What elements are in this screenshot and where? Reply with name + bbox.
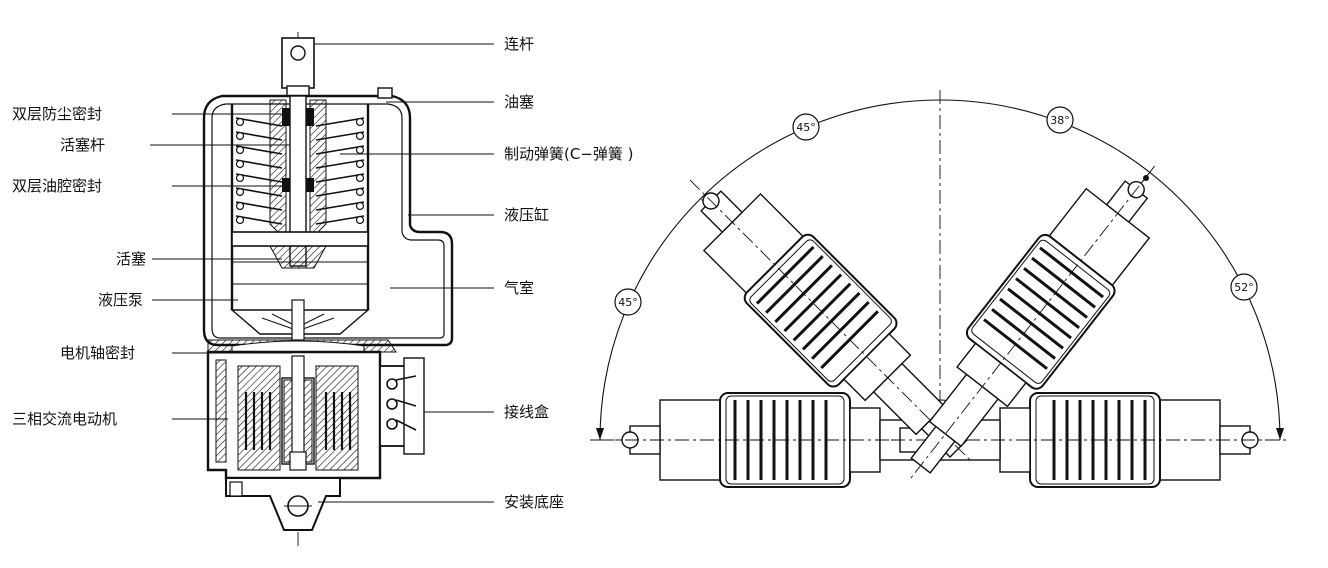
- label-junction-box: 接线盒: [504, 403, 549, 421]
- label-brake-spring: 制动弹簧(C−弹簧 ): [504, 145, 634, 163]
- section-view: [202, 32, 454, 548]
- label-dust-seal: 双层防尘密封: [12, 105, 102, 123]
- label-oil-plug: 油塞: [504, 93, 534, 111]
- right-leader-lines: [314, 43, 494, 503]
- angle-label-3: 45°: [614, 288, 642, 316]
- label-base: 安装底座: [504, 493, 564, 511]
- label-motor: 三相交流电动机: [12, 410, 117, 428]
- svg-text:45°: 45°: [796, 121, 816, 134]
- mounting-angles-view: 45° 38° 45° 52°: [590, 90, 1290, 512]
- angle-label-1: 45°: [792, 113, 820, 141]
- label-piston-rod: 活塞杆: [60, 136, 105, 154]
- label-motor-shaft-seal: 电机轴密封: [60, 344, 135, 362]
- label-connecting-rod: 连杆: [504, 35, 534, 53]
- svg-text:38°: 38°: [1050, 114, 1070, 127]
- label-piston: 活塞: [116, 250, 146, 268]
- label-oil-chamber-seal: 双层油腔密封: [12, 177, 102, 195]
- angle-label-4: 52°: [1230, 273, 1258, 301]
- angle-label-2: 38°: [1046, 106, 1074, 134]
- svg-text:52°: 52°: [1234, 281, 1254, 294]
- label-cylinder: 液压缸: [504, 206, 549, 224]
- svg-text:45°: 45°: [618, 296, 638, 309]
- label-hydraulic-pump: 液压泵: [98, 291, 143, 309]
- label-air-chamber: 气室: [504, 279, 534, 297]
- left-leader-lines: [150, 113, 292, 420]
